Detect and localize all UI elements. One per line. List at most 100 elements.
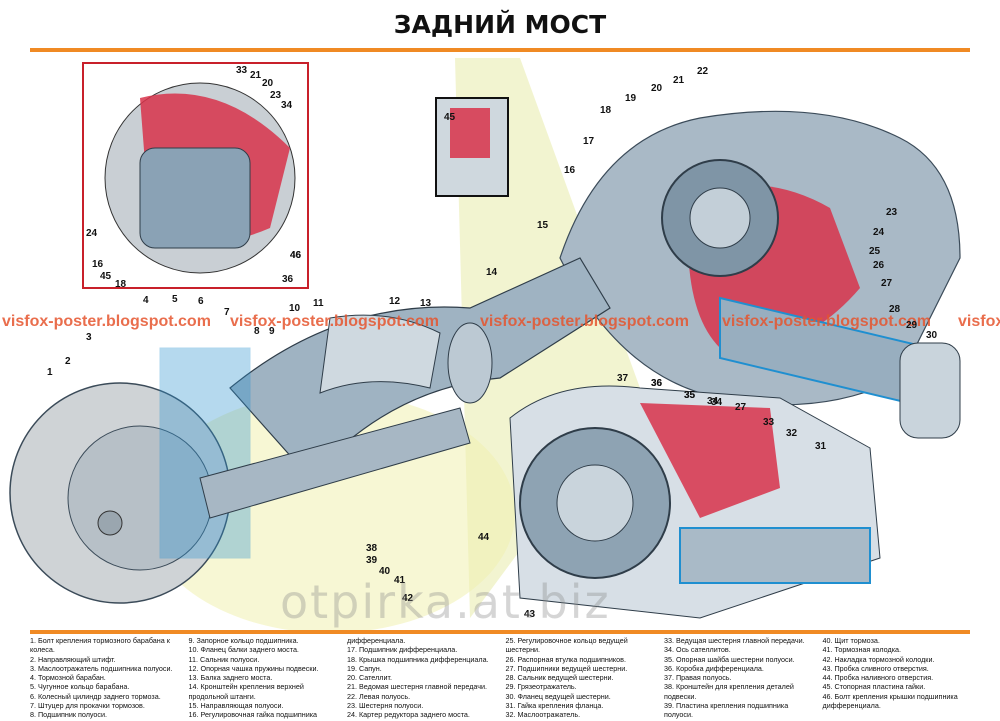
legend-item: 36. Коробка дифференциала. [664,663,764,673]
legend-column-1: 1. Болт крепления тормозного барабана к … [30,636,183,720]
ring-gear-hub [689,187,751,249]
legend-item: 11. Сальник полуоси. [188,654,260,664]
watermark-1: visfox-poster.blogspot.com [2,313,211,330]
legend-item: 24. Картер редуктора заднего моста. [347,710,470,720]
lower-red-section [640,403,780,518]
legend-item: 34. Ось сателлитов. [664,645,731,655]
legend-item: 46. Болт крепления крышки подшипника диф… [822,691,958,711]
legend-item: 21. Ведомая шестерня главной передачи. [347,682,488,692]
callout-8: 8 [254,326,260,337]
legend-item: 19. Сапун. [347,663,382,673]
callout-36-dup: 36 [651,378,663,389]
callout-36: 36 [651,378,663,389]
legend-item: 39. Пластина крепления подшипника полуос… [664,701,789,720]
legend-item: 43. Пробка сливного отверстия. [822,663,929,673]
legend-item: 30. Фланец ведущей шестерни. [505,691,611,701]
callout-27-dup: 27 [735,402,747,413]
hub-section [159,347,251,559]
diagram-illustration: visfox-poster.blogspot.com visfox-poster… [2,58,1000,630]
inset-callout-20: 20 [262,78,274,89]
callout-17: 17 [583,136,595,147]
legend-item: 22. Левая полуось. [347,691,411,701]
legend-item: 7. Штуцер для прокачки тормозов. [30,701,145,711]
pinion-flange [899,342,961,439]
callout-23: 23 [886,207,898,218]
callout-35: 35 [684,390,696,401]
legend-item: 32. Маслоотражатель. [505,710,581,720]
inset-callout-24: 24 [86,228,98,239]
watermark-4: visfox-poster.blogspot.com [722,313,931,330]
callout-3: 3 [86,332,92,343]
legend-item: 25. Регулировочное кольцо ведущей шестер… [505,636,628,655]
callout-27: 27 [881,278,893,289]
callout-34: 34 [707,396,719,407]
half-shaft [199,407,471,519]
callout-24: 24 [873,227,885,238]
callout-38: 38 [366,543,378,554]
callout-4: 4 [143,295,149,306]
callout-26: 26 [873,260,885,271]
bottom-rule [30,630,970,634]
callout-18: 18 [600,105,612,116]
callout-labels: 1 2 3 4 5 6 7 8 9 10 11 12 13 14 15 16 1… [47,65,938,620]
inset-callout-45: 45 [100,271,112,282]
legend-item: 16. Регулировочная гайка подшипника [188,710,318,720]
legend-item: 31. Гайка крепления фланца. [505,701,604,711]
rear-axle-diagram: visfox-poster.blogspot.com visfox-poster… [0,58,1000,630]
inset-callout-16: 16 [92,259,104,270]
callout-6: 6 [198,296,204,307]
callout-14: 14 [486,267,498,278]
poster-title: ЗАДНИЙ МОСТ [393,10,607,39]
inset-callout-34: 34 [281,100,293,111]
callout-1: 1 [47,367,53,378]
callout-15: 15 [537,220,549,231]
legend-item: 2. Направляющий штифт. [30,654,116,664]
lower-hub [556,464,634,542]
legend-item: 20. Сателлит. [347,673,392,683]
callout-30: 30 [926,330,938,341]
legend-item: 4. Тормозной барабан. [30,673,106,683]
lower-pinion-shaft [679,527,871,584]
legend-item: 37. Правая полуось. [664,673,732,683]
parts-legend: 1. Болт крепления тормозного барабана к … [30,636,976,720]
callout-44: 44 [478,532,490,543]
legend-item: 40. Щит тормоза. [822,636,880,645]
callout-13: 13 [420,298,432,309]
callout-11: 11 [313,298,324,309]
callout-28: 28 [889,304,901,315]
inset-callout-23: 23 [270,90,282,101]
axle-end [447,322,493,404]
legend-item: 29. Грязеотражатель. [505,682,577,692]
wheel-bolt [97,510,123,536]
callout-20: 20 [651,83,663,94]
legend-item: 10. Фланец балки заднего моста. [188,645,299,655]
callout-22: 22 [697,66,709,77]
inset-diff-case [139,147,251,249]
legend-column-4: 25. Регулировочное кольцо ведущей шестер… [506,636,659,720]
watermark-3: visfox-poster.blogspot.com [480,313,689,330]
callout-42: 42 [402,593,414,604]
callout-31: 31 [815,441,827,452]
legend-item: дифференциала. [347,636,406,645]
inset-breather-red [450,108,490,158]
callout-40: 40 [379,566,391,577]
legend-item: 6. Колесный цилиндр заднего тормоза. [30,691,161,701]
legend-item: 28. Сальник ведущей шестерни. [505,673,614,683]
top-rule [30,48,970,52]
legend-column-3: дифференциала. 17. Подшипник дифференциа… [347,636,500,720]
callout-41: 41 [394,575,406,586]
legend-item: 17. Подшипник дифференциала. [347,645,458,655]
callout-2: 2 [65,356,71,367]
legend-item: 44. Пробка наливного отверстия. [822,673,934,683]
watermark-2: visfox-poster.blogspot.com [230,313,439,330]
spring-cup [319,314,441,394]
legend-item: 33. Ведущая шестерня главной передачи. [664,636,805,645]
legend-column-2: 9. Запорное кольцо подшипника. 10. Флане… [189,636,342,720]
legend-item: 1. Болт крепления тормозного барабана к … [30,636,170,655]
legend-column-5: 33. Ведущая шестерня главной передачи. 3… [664,636,817,720]
callout-19: 19 [625,93,637,104]
callout-10: 10 [289,303,301,314]
inset-callout-36: 36 [282,274,294,285]
legend-column-6: 40. Щит тормоза. 41. Тормозная колодка. … [823,636,976,720]
callout-5: 5 [172,294,178,305]
